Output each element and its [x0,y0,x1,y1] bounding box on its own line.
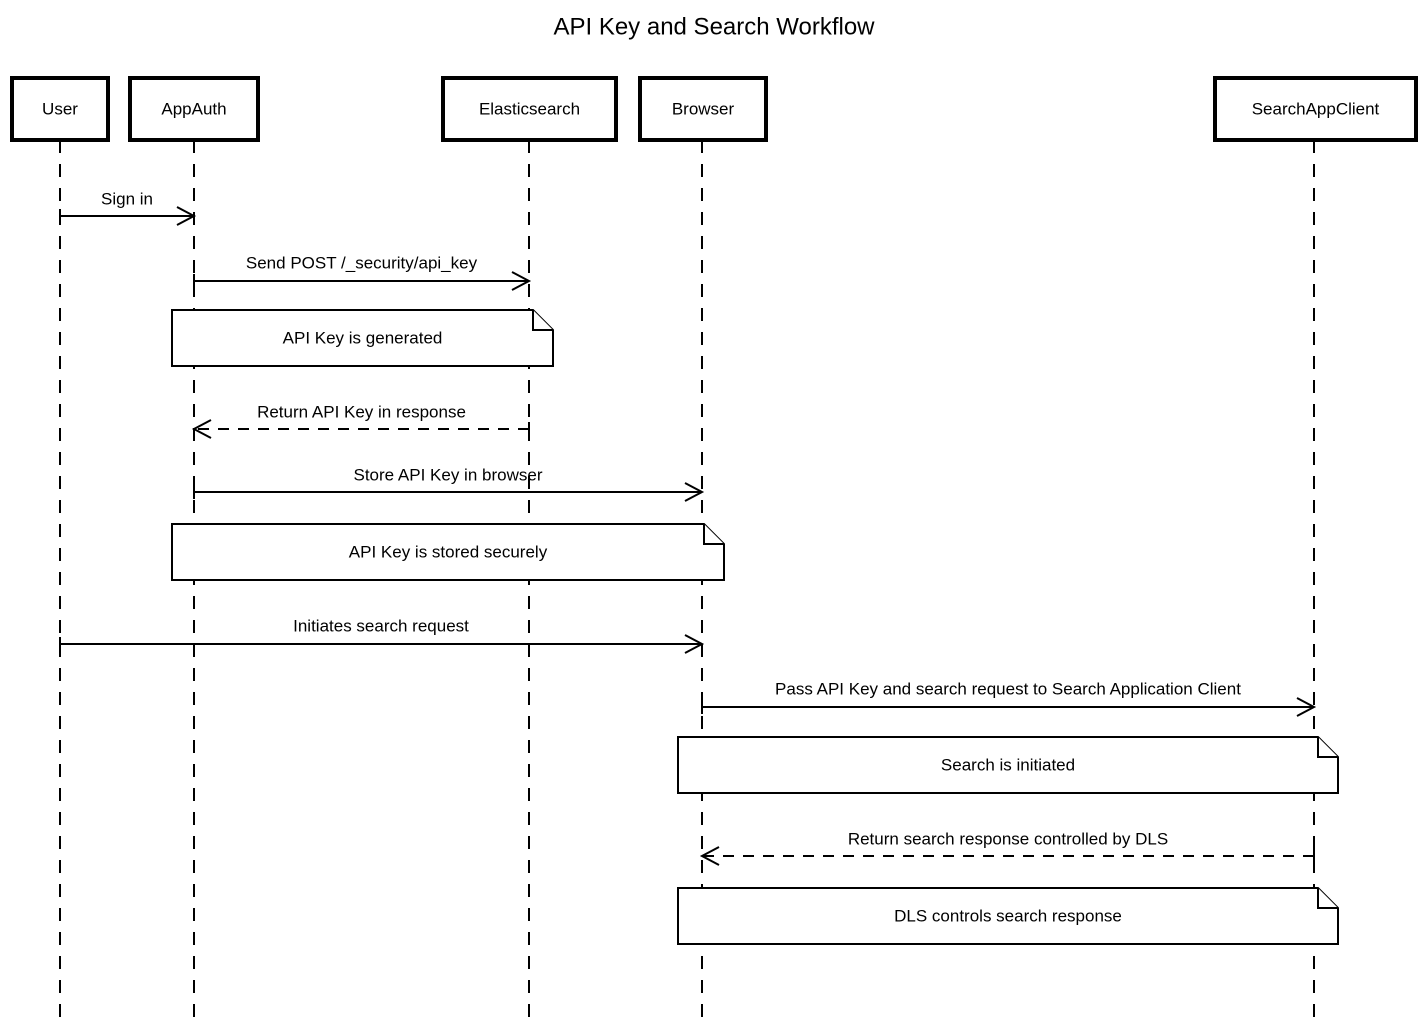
participant-box-auth [128,76,260,142]
note-n2: API Key is stored securely [171,523,725,581]
message-label-m3: Return API Key in response [257,402,466,421]
participants-layer: User AppAuth Elasticsearch Browser SearchApp… [10,76,1418,142]
participant-box-brw [638,76,768,142]
participant-label-es: Elasticsearch [479,99,580,118]
note-label-n2: API Key is stored securely [349,542,548,561]
note-body-n4 [677,887,1339,945]
message-label-m6: Pass API Key and search request to Searc… [775,679,1241,698]
message-label-m5: Initiates search request [293,616,469,635]
message-m6: Pass API Key and search request to Searc… [701,679,1317,717]
message-m7: Return search response controlled by DLS [699,829,1315,866]
note-body-n1 [171,309,554,367]
note-fold-corner-icon [703,524,724,545]
participant-box-sac [1213,76,1418,142]
message-label-m2: Send POST /_security/api_key [246,253,478,272]
participant-brw[interactable]: Browser [638,76,768,142]
diagram-title: API Key and Search Workflow [553,13,875,40]
messages-layer: Sign in Send POST /_security/api_keyRetur… [59,189,1317,866]
message-arrowhead-m4 [684,482,705,502]
participant-es[interactable]: Elasticsearch [441,76,618,142]
note-body-n3 [677,736,1339,794]
note-n1: API Key is generated [171,309,554,367]
note-fold-corner-icon [1317,737,1338,758]
note-n3: Search is initiated [677,736,1339,794]
message-arrowhead-m6 [1296,697,1317,717]
note-label-n1: API Key is generated [283,328,443,347]
participant-box-es [441,76,618,142]
message-m1: Sign in [59,189,197,226]
message-arrowhead-m7 [699,846,720,866]
participant-label-user: User [42,99,78,118]
message-m5: Initiates search request [59,616,705,654]
note-n4: DLS controls search response [677,887,1339,945]
message-arrowhead-m2 [511,271,532,291]
message-m4: Store API Key in browser [193,465,705,502]
message-label-m7: Return search response controlled by DLS [848,829,1168,848]
participant-label-auth: AppAuth [161,99,226,118]
participant-user[interactable]: User [10,76,110,142]
note-fold-corner-icon [532,310,553,331]
note-fold-corner-icon [1317,888,1338,909]
participant-box-user [10,76,110,142]
participant-auth[interactable]: AppAuth [128,76,260,142]
message-arrowhead-m3 [191,419,212,439]
message-label-m4: Store API Key in browser [354,465,543,484]
message-m3: Return API Key in response [191,402,530,439]
participant-label-sac: SearchAppClient [1252,99,1380,118]
note-label-n4: DLS controls search response [894,906,1122,925]
message-arrowhead-m1 [176,206,197,226]
message-label-m1: Sign in [101,189,153,208]
participant-sac[interactable]: SearchAppClient [1213,76,1418,142]
participant-label-brw: Browser [672,99,735,118]
message-arrowhead-m5 [684,634,705,654]
note-label-n3: Search is initiated [941,755,1075,774]
note-body-n2 [171,523,725,581]
message-m2: Send POST /_security/api_key [193,253,532,291]
